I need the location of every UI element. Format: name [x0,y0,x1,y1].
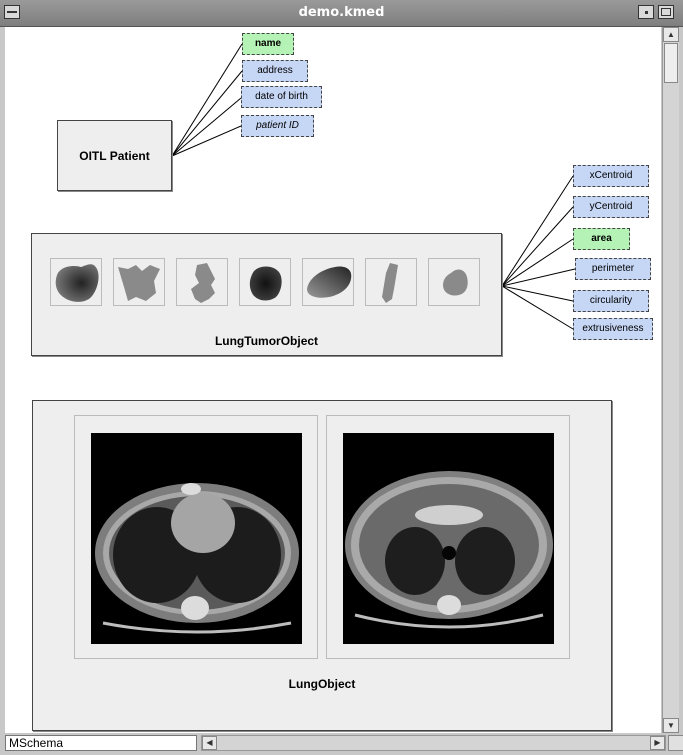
lung-object-box[interactable]: LungObject [32,400,612,731]
attribute-extrusiveness[interactable]: extrusiveness [573,318,653,340]
tumor-thumbnail[interactable] [176,258,228,306]
vertical-scrollbar[interactable]: ▲ ▼ [662,27,679,733]
ct-scan-image-left [91,433,302,644]
ct-scan-image-right [343,433,554,644]
window-title: demo.kmed [298,5,385,20]
resize-corner-icon[interactable] [668,735,683,751]
scroll-right-icon[interactable]: ▶ [650,736,665,750]
attribute-name[interactable]: name [242,33,294,55]
attribute-perimeter[interactable]: perimeter [575,258,651,280]
title-bar[interactable]: demo.kmed [0,0,683,27]
minimize-icon[interactable] [638,5,654,19]
lung-tumor-object-label: LungTumorObject [214,334,319,348]
tumor-thumbnail[interactable] [428,258,480,306]
attribute-xcentroid[interactable]: xCentroid [573,165,649,187]
lung-object-label: LungObject [288,677,356,691]
lung-tumor-object-box[interactable]: LungTumorObject [31,233,502,356]
patient-object-box[interactable]: OITL Patient [57,120,172,191]
horizontal-scrollbar[interactable]: ◀ ▶ [201,735,666,751]
lung-image-panel[interactable] [326,415,570,659]
tumor-thumbnail[interactable] [239,258,291,306]
attribute-address[interactable]: address [242,60,308,82]
lung-image-panel[interactable] [74,415,318,659]
scroll-down-icon[interactable]: ▼ [663,718,679,733]
schema-name-label: MSchema [5,735,197,751]
maximize-icon[interactable] [658,5,674,19]
tumor-thumbnail[interactable] [365,258,417,306]
attribute-patient-id[interactable]: patient ID [241,115,314,137]
tumor-thumbnail[interactable] [302,258,354,306]
scroll-up-icon[interactable]: ▲ [663,27,679,42]
attribute-ycentroid[interactable]: yCentroid [573,196,649,218]
status-bar: MSchema ◀ ▶ [5,735,683,751]
window-menu-icon[interactable] [4,5,20,19]
schema-canvas[interactable]: OITL Patient name address date of birth … [5,27,661,733]
connector-lines [171,43,576,330]
vertical-scroll-thumb[interactable] [664,43,678,83]
attribute-date-of-birth[interactable]: date of birth [241,86,322,108]
attribute-circularity[interactable]: circularity [573,290,649,312]
attribute-area[interactable]: area [573,228,630,250]
patient-object-label: OITL Patient [79,149,150,163]
scroll-left-icon[interactable]: ◀ [202,736,217,750]
tumor-thumbnail[interactable] [50,258,102,306]
tumor-thumbnail[interactable] [113,258,165,306]
